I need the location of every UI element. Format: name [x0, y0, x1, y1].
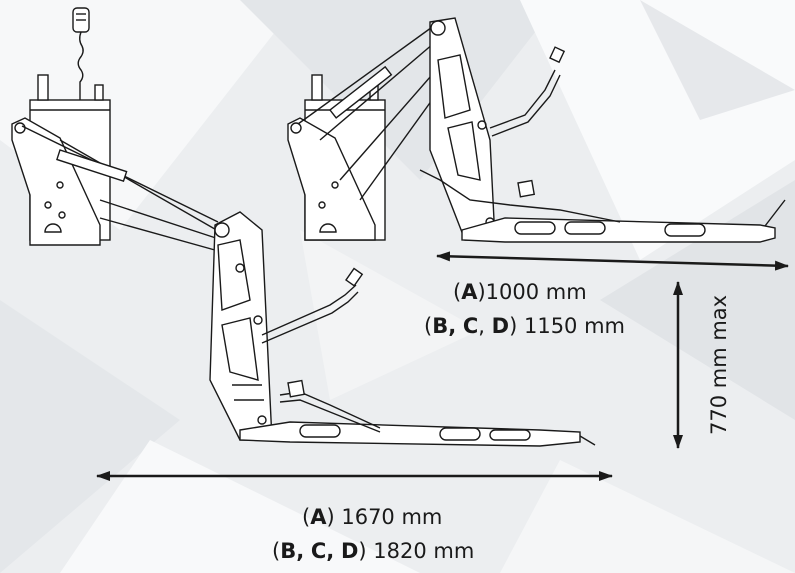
top-length-label-bcd: (B, C, D) 1150 mm [424, 314, 626, 338]
pendant-control-icon [72, 7, 90, 100]
lift-extended [11, 7, 596, 447]
height-label: 770 mm max [707, 294, 731, 435]
top-length-label-a: (A)1000 mm [453, 280, 587, 304]
lift-folded [287, 17, 786, 243]
bottom-length-label-bcd: (B, C, D) 1820 mm [272, 539, 475, 563]
top-length-arrow [436, 251, 789, 271]
bottom-length-label-a: (A) 1670 mm [302, 505, 443, 529]
